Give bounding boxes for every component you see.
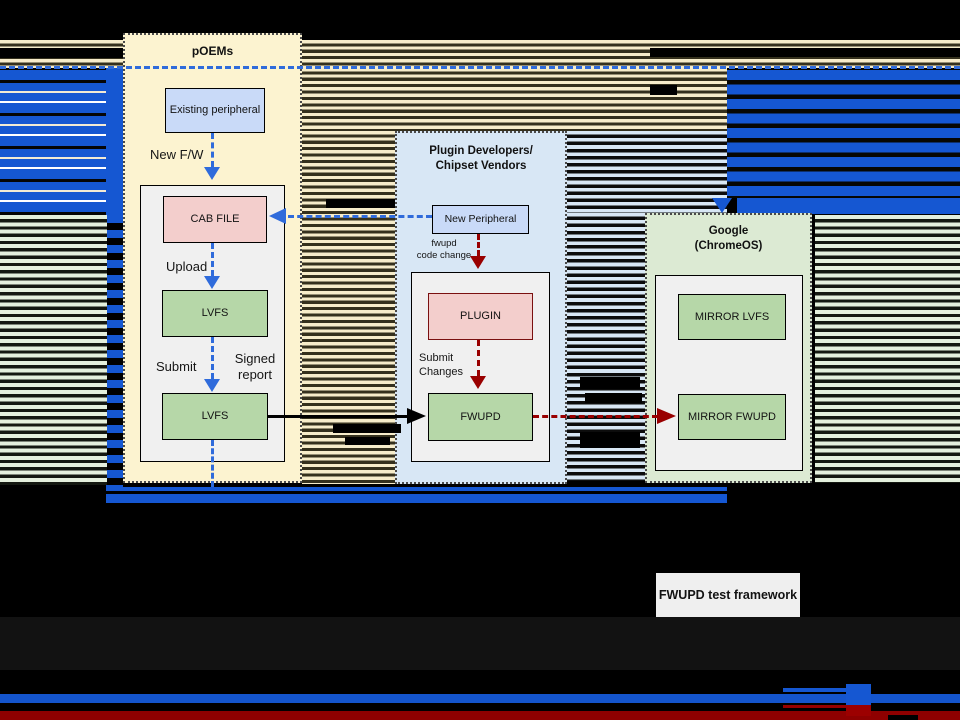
glitch-stripes-green-right [815,215,960,483]
arrow-lvfs-to-fwupd-head [407,408,426,424]
label-submit-changes-line1: Submit [419,352,454,364]
label-submit-changes-line2: Changes [419,365,464,378]
node-mirror-lvfs: MIRROR LVFS [678,294,786,340]
node-existing-peripheral: Existing peripheral [165,88,265,133]
glitch-blob [650,85,677,95]
glitch-blue-band-thick [106,494,727,503]
node-new-peripheral-label: New Peripheral [444,213,517,225]
arrow-upload-head [204,276,220,289]
arrow-fwupd-to-mirror-head [657,408,676,424]
node-plugin: PLUGIN [428,293,533,340]
arrow-fwupd-code-change-head [470,256,486,269]
arrow-fwupd-code-change-line [477,234,480,256]
glitch-red-line-small [783,705,846,708]
arrow-submit-changes-line [477,340,480,376]
glitch-blue-bands-right [727,70,960,198]
panel-google-title-line1: Google [708,225,749,237]
glitch-black-band-right [650,48,960,57]
node-fwupd-test-framework: FWUPD test framework [656,573,800,617]
arrow-fwupd-to-mirror-line [533,415,658,418]
glitch-blob [345,437,390,445]
node-cab-file-label: CAB FILE [190,213,240,225]
label-fwupd-code-change: fwupd code change [414,238,474,262]
arrow-upload-line [211,243,214,276]
label-submit: Submit [156,359,197,374]
node-lvfs-upper: LVFS [162,290,268,337]
glitch-dark-band [0,617,960,670]
label-signed-report: Signed report [234,351,276,382]
node-lvfs-upper-label: LVFS [201,307,229,319]
arrow-lvfs-to-fwupd-line [268,415,408,418]
glitch-stripes-green-left [0,215,107,485]
panel-plugin-title-line1: Plugin Developers/ [429,145,533,157]
label-new-fw: New F/W [150,147,204,162]
glitch-black-mark [888,715,918,720]
node-fwupd-test-framework-label: FWUPD test framework [658,588,798,602]
glitch-blob [580,432,640,448]
label-fwupd-code-change-line1: fwupd [431,238,457,249]
glitch-blue-arrow-glyph [712,198,732,213]
glitch-blue-band-thin [106,487,727,491]
node-lvfs-lower: LVFS [162,393,268,440]
glitch-stripes-tan-mid [302,68,727,131]
arrow-new-peripheral-to-cab-head [269,208,286,224]
node-mirror-fwupd-label: MIRROR FWUPD [688,410,776,423]
glitch-blue-line-small [783,688,846,692]
node-cab-file: CAB FILE [163,196,267,243]
node-plugin-label: PLUGIN [460,310,501,322]
panel-poems-title: pOEMs [191,44,234,58]
glitch-stripes-lightblue-upper [567,131,727,213]
glitch-black-notch [871,703,901,712]
label-upload: Upload [166,259,208,274]
node-fwupd: FWUPD [428,393,533,441]
arrow-submit-line [211,337,214,379]
glitch-blob [333,424,401,433]
arrow-poems-exit-line [211,440,214,487]
glitch-red-square [846,705,871,716]
node-new-peripheral: New Peripheral [432,205,529,234]
glitch-blue-left-block [0,70,107,215]
glitch-blob [326,199,395,208]
glitch-blue-band-solid [737,198,960,214]
glitch-blue-column-dashed [106,215,123,490]
panel-plugin-title-line2: Chipset Vendors [435,160,527,172]
node-existing-peripheral-label: Existing peripheral [169,104,261,116]
glitch-blob [585,393,642,403]
glitch-black-band-left [0,48,124,58]
arrow-submit-changes-head [470,376,486,389]
label-submit-changes: Submit Changes [419,352,475,379]
glitch-blue-band-bottom [0,694,960,703]
glitch-blob [580,377,640,389]
panel-google-title-line2: (ChromeOS) [694,240,763,252]
node-lvfs-lower-label: LVFS [201,410,229,422]
glitch-blue-square [846,684,871,705]
glitch-red-band-bottom [0,711,960,720]
arrow-new-fw-line [211,133,214,167]
node-mirror-fwupd: MIRROR FWUPD [678,394,786,440]
label-fwupd-code-change-line2: code change [416,250,472,261]
glitch-dashed-divider [0,66,960,69]
node-fwupd-label: FWUPD [460,410,501,423]
node-mirror-lvfs-label: MIRROR LVFS [694,310,770,323]
arrow-submit-head [204,379,220,392]
arrow-new-peripheral-to-cab-line [288,215,432,218]
glitch-blue-column-top [106,68,123,215]
arrow-new-fw-head [204,167,220,180]
